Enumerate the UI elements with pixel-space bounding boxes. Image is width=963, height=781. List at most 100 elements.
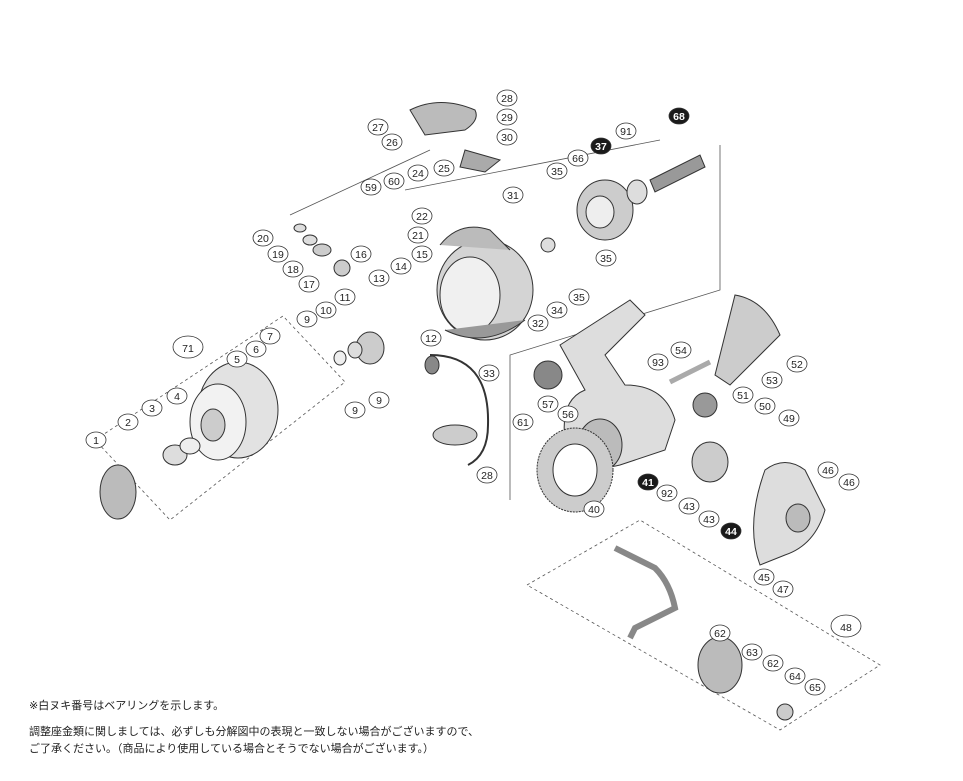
callout-oval [615, 122, 637, 140]
part-callout-33: 33 [478, 364, 500, 382]
part-callout-11: 11 [334, 288, 356, 306]
callout-number: 53 [766, 375, 778, 387]
part-callout-92: 92 [656, 484, 678, 502]
callout-oval [141, 399, 163, 417]
part-callout-50: 50 [754, 397, 776, 415]
callout-number: 20 [257, 233, 269, 245]
callout-number: 9 [352, 405, 358, 417]
callout-oval [762, 654, 784, 672]
part-callout-9: 9 [344, 401, 366, 419]
part-callout-20: 20 [252, 229, 274, 247]
part-callout-10: 10 [315, 301, 337, 319]
adjustment-washer-note-line1: 調整座金類に関しましては、必ずしも分解図中の表現と一致しない場合がございますので… [29, 725, 480, 738]
parts-drawing [99, 102, 826, 721]
callout-oval [668, 107, 690, 125]
callout-oval [678, 497, 700, 515]
callout-oval [368, 391, 390, 409]
callout-number: 62 [714, 628, 726, 640]
callout-number: 41 [642, 477, 654, 489]
part-callout-47: 47 [772, 580, 794, 598]
callout-oval [546, 301, 568, 319]
callout-number: 25 [438, 163, 450, 175]
callout-oval [383, 172, 405, 190]
callout-oval [546, 162, 568, 180]
callout-oval [367, 118, 389, 136]
part-callout-4: 4 [166, 387, 188, 405]
callout-number: 43 [703, 514, 715, 526]
part-callout-54: 54 [670, 341, 692, 359]
callout-number: 28 [481, 470, 493, 482]
callout-number: 24 [412, 168, 424, 180]
callout-oval [761, 371, 783, 389]
callout-oval [226, 350, 248, 368]
callout-oval [753, 568, 775, 586]
callout-number: 43 [683, 501, 695, 513]
part-callout-1: 1 [85, 431, 107, 449]
part-callout-91: 91 [615, 122, 637, 140]
callout-oval [527, 314, 549, 332]
callout-number: 57 [542, 399, 554, 411]
callout-oval [637, 473, 659, 491]
callout-number: 22 [416, 211, 428, 223]
part-callout-52: 52 [786, 355, 808, 373]
callout-oval [407, 226, 429, 244]
callout-oval [595, 249, 617, 267]
bearing-note: ※白ヌキ番号はベアリングを示します。 [29, 699, 225, 712]
callout-oval [502, 186, 524, 204]
callout-oval [476, 466, 498, 484]
callout-oval [804, 678, 826, 696]
callout-oval [411, 207, 433, 225]
part-callout-17: 17 [298, 275, 320, 293]
part-callout-35: 35 [595, 249, 617, 267]
part-callout-28: 28 [496, 89, 518, 107]
callout-oval [411, 245, 433, 263]
drag-knob [99, 464, 137, 520]
callout-oval [778, 409, 800, 427]
callout-number: 59 [365, 182, 377, 194]
part-callout-60: 60 [383, 172, 405, 190]
part-callout-15: 15 [411, 245, 433, 263]
callout-number: 21 [412, 230, 424, 242]
part-callout-48: 48 [830, 614, 862, 638]
callout-oval [282, 260, 304, 278]
part-callout-63: 63 [741, 643, 763, 661]
part-callout-64: 64 [784, 667, 806, 685]
part-callout-59: 59 [360, 178, 382, 196]
callout-number: 40 [588, 504, 600, 516]
part-callout-31: 31 [502, 186, 524, 204]
part-callout-46: 46 [817, 461, 839, 479]
part-callout-12: 12 [420, 329, 442, 347]
callout-number: 7 [267, 331, 273, 343]
callout-number: 27 [372, 122, 384, 134]
callout-oval [656, 484, 678, 502]
callout-oval [245, 340, 267, 358]
callout-number: 61 [517, 417, 529, 429]
callout-number: 68 [673, 111, 685, 123]
part-callout-26: 26 [381, 133, 403, 151]
callout-number: 51 [737, 390, 749, 402]
part-callout-2: 2 [117, 413, 139, 431]
part-callout-34: 34 [546, 301, 568, 319]
handle-assembly-outline [526, 519, 881, 731]
part-callout-28: 28 [476, 466, 498, 484]
callout-number: 48 [840, 622, 852, 634]
callout-oval [252, 229, 274, 247]
callout-oval [720, 522, 742, 540]
callout-oval [350, 245, 372, 263]
part-callout-65: 65 [804, 678, 826, 696]
part-callout-43: 43 [698, 510, 720, 528]
callout-number: 46 [822, 465, 834, 477]
callout-oval [344, 401, 366, 419]
part-callout-93: 93 [647, 353, 669, 371]
callout-number: 92 [661, 488, 673, 500]
callout-oval [567, 149, 589, 167]
part-callout-9: 9 [296, 310, 318, 328]
part-callout-57: 57 [537, 395, 559, 413]
part-callout-62: 62 [762, 654, 784, 672]
callout-number: 3 [149, 403, 155, 415]
part-callout-19: 19 [267, 245, 289, 263]
callout-number: 6 [253, 344, 259, 356]
callout-number: 32 [532, 318, 544, 330]
part-callout-6: 6 [245, 340, 267, 358]
